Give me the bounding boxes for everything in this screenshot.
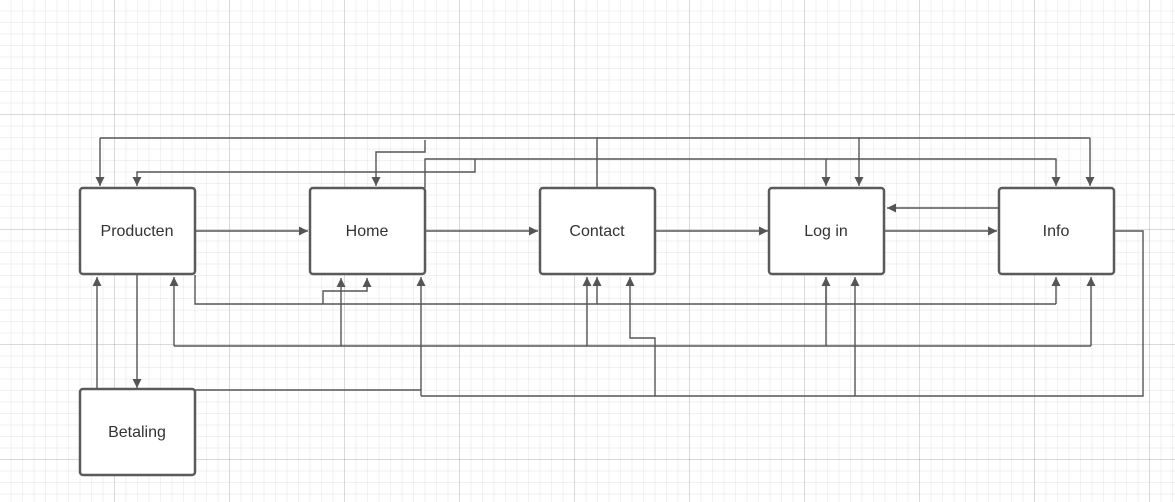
top-bus-contact: [100, 137, 598, 188]
edge-home-producten: [371, 140, 426, 186]
node-home[interactable]: Home: [308, 186, 427, 276]
node-label: Betaling: [108, 424, 166, 441]
node-label: Contact: [569, 223, 625, 240]
node-betaling[interactable]: Betaling: [78, 387, 197, 477]
node-label: Home: [346, 223, 389, 240]
edge-home-producten-2: [132, 159, 476, 186]
node-info[interactable]: Info: [997, 186, 1116, 276]
edge-home-login: [424, 158, 831, 188]
node-login[interactable]: Log in: [767, 186, 886, 276]
node-producten[interactable]: Producten: [78, 186, 197, 276]
info-loop: [421, 230, 1144, 397]
node-label: Log in: [804, 223, 848, 240]
edge-info-contact-loop: [625, 277, 656, 396]
node-label: Info: [1043, 223, 1070, 240]
edge-producten-home-bottom: [322, 278, 372, 304]
node-label: Producten: [101, 223, 174, 240]
bottom-bus-304: [194, 275, 1056, 305]
edge-home-info: [826, 158, 1061, 186]
connectors: [92, 137, 1144, 397]
node-contact[interactable]: Contact: [538, 186, 657, 276]
